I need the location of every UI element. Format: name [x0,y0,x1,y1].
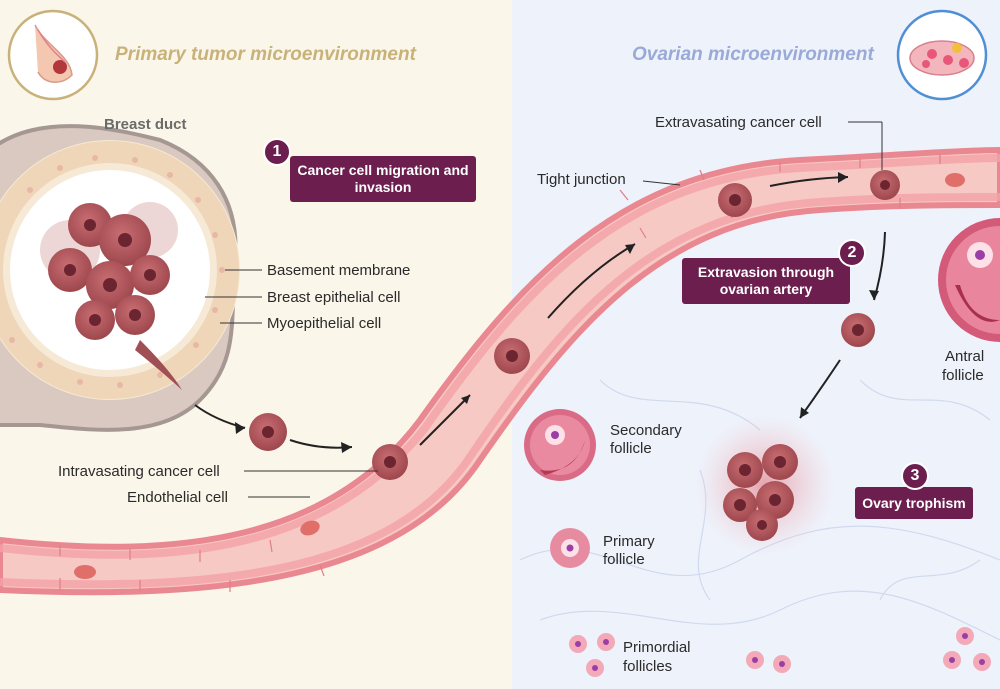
primary-follicle-label-line1: Primary [603,533,655,550]
step-1-number: 1 [263,138,291,166]
ovarian-panel [512,0,1000,689]
follicles [524,218,1000,677]
basement-membrane-label: Basement membrane [267,262,411,279]
primary-tumor [40,202,182,390]
step-1-line1: Cancer cell migration and [297,162,469,178]
step-2-line1: Extravasion through [697,264,835,280]
primary-follicle-label-line2: follicle [603,551,645,568]
cancer-cells [249,170,900,480]
step-3-line1: Ovary trophism [862,494,966,511]
step-3-number: 3 [901,462,929,490]
breast-duct [0,124,240,432]
tight-junction-label: Tight junction [537,171,626,188]
blood-vessel [0,146,1000,596]
step-2-number: 2 [838,239,866,267]
right-title: Ovarian microenvironment [632,44,874,65]
myoepithelial-cell-label: Myoepithelial cell [267,315,382,332]
ovary-anatomy-icon [896,9,988,101]
antral-follicle-label-line1: Antral [945,348,985,365]
step-3-box: Ovary trophism [855,487,973,519]
secondary-follicle-label-line1: Secondary [610,422,682,439]
step-1-line2: invasion [354,179,412,195]
extravasating-cancer-cell-label: Extravasating cancer cell [655,114,822,131]
breast-epithelial-cell-label: Breast epithelial cell [267,289,401,306]
antral-follicle-label-line2: follicle [942,367,984,384]
intravasating-cancer-cell-label: Intravasating cancer cell [58,463,220,480]
primordial-follicles-label-line1: Primordial [623,639,691,656]
primordial-follicles-label-line2: follicles [623,658,673,675]
endothelial-cell-label: Endothelial cell [127,489,228,506]
breast-duct-label: Breast duct [104,116,187,133]
ovary-metastasis [695,415,835,555]
step-2-line2: ovarian artery [719,281,813,297]
secondary-follicle-label-line2: follicle [610,440,652,457]
left-title: Primary tumor microenvironment [115,44,416,65]
breast-anatomy-icon [7,9,99,101]
